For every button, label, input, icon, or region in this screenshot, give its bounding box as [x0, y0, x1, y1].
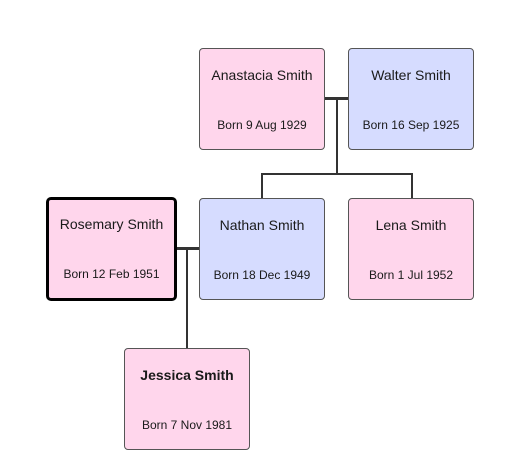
person-birth-date: Born 1 Jul 1952 [368, 268, 454, 282]
couple-connector-anastacia-walter [325, 97, 348, 100]
person-name: Nathan Smith [219, 217, 305, 233]
person-birth-date: Born 18 Dec 1949 [213, 268, 311, 282]
person-name: Anastacia Smith [211, 67, 313, 83]
drop-line-lena [411, 173, 413, 198]
person-name: Rosemary Smith [59, 216, 164, 232]
person-card-jessica-smith[interactable]: Jessica Smith Born 7 Nov 1981 [124, 348, 250, 450]
person-card-walter-smith[interactable]: Walter Smith Born 16 Sep 1925 [348, 48, 474, 150]
person-birth-date: Born 9 Aug 1929 [217, 118, 307, 132]
person-card-anastacia-smith[interactable]: Anastacia Smith Born 9 Aug 1929 [199, 48, 325, 150]
person-card-nathan-smith[interactable]: Nathan Smith Born 18 Dec 1949 [199, 198, 325, 300]
couple-connector-rosemary-nathan [177, 247, 199, 250]
person-birth-date: Born 16 Sep 1925 [362, 118, 460, 132]
person-birth-date: Born 12 Feb 1951 [63, 267, 160, 281]
descent-line-rosemary-nathan [186, 250, 188, 348]
descent-line-anastacia-walter [336, 100, 338, 173]
person-birth-date: Born 7 Nov 1981 [141, 418, 233, 432]
person-card-lena-smith[interactable]: Lena Smith Born 1 Jul 1952 [348, 198, 474, 300]
person-card-rosemary-smith[interactable]: Rosemary Smith Born 12 Feb 1951 [46, 197, 177, 301]
person-name: Jessica Smith [140, 367, 234, 383]
person-name: Walter Smith [371, 67, 451, 83]
sibling-bar [261, 173, 413, 175]
drop-line-nathan [261, 173, 263, 198]
person-name: Lena Smith [375, 217, 447, 233]
